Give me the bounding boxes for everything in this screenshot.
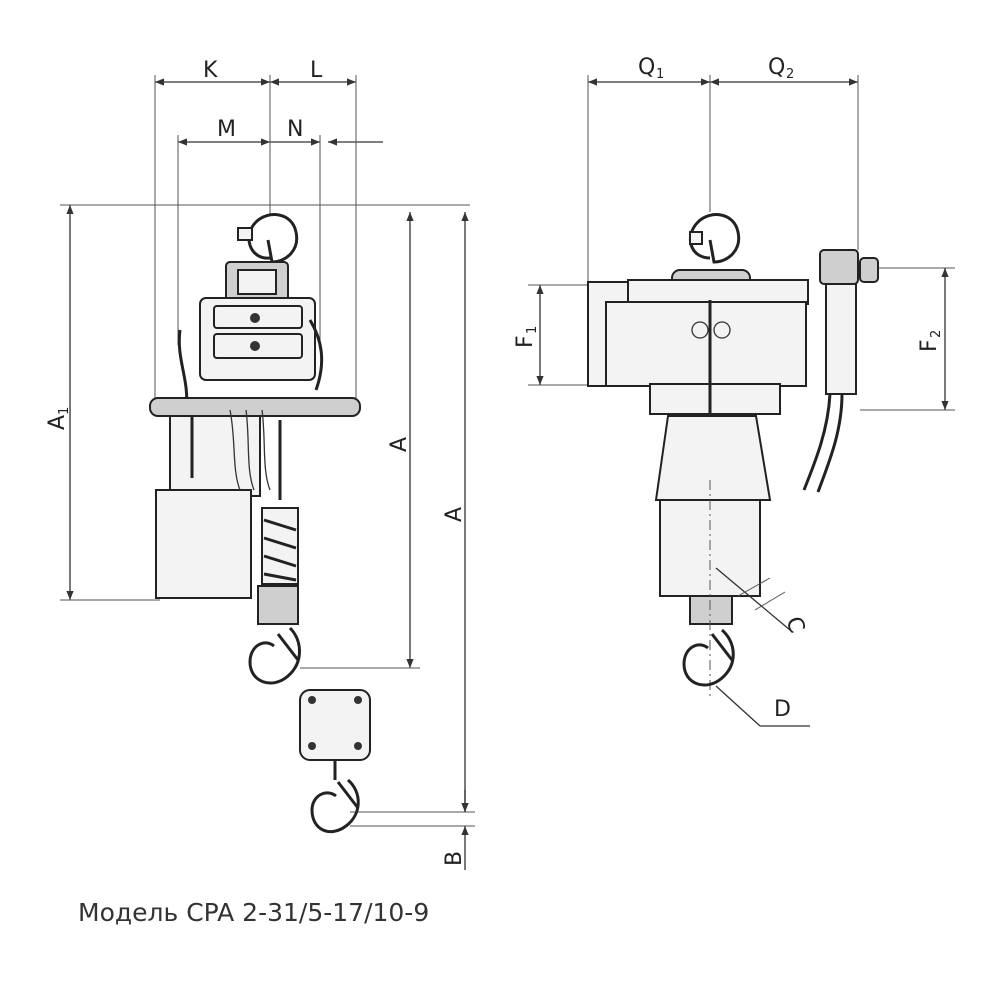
front-view [60, 75, 475, 870]
dim-label-q2-sub: 2 [786, 67, 794, 82]
dim-label-c-group: C [780, 614, 809, 637]
dim-label-a1-sub: 1 [57, 407, 72, 415]
dim-label-a-outer: A [442, 507, 467, 522]
dim-label-a1-main: A [45, 415, 70, 430]
dim-label-f2-sub: 2 [929, 330, 944, 338]
dim-label-a-outer-group: A [442, 507, 467, 522]
dim-label-f2: F 2 [917, 330, 944, 352]
dim-label-q1-main: Q [638, 55, 655, 80]
dim-label-b-group: B [442, 851, 467, 866]
dim-label-a-inner: A [387, 437, 412, 452]
dim-label-b: B [442, 851, 467, 866]
model-caption: Модель CPA 2-31/5-17/10-9 [78, 898, 430, 927]
dim-label-a1: A 1 [45, 407, 72, 430]
dim-label-q2: Q 2 [768, 55, 794, 82]
dim-label-q1: Q 1 [638, 55, 664, 82]
dim-label-c: C [780, 614, 809, 637]
dim-label-a-inner-group: A [387, 437, 412, 452]
dim-label-k: K [203, 58, 218, 83]
dim-label-f1-sub: 1 [525, 326, 540, 334]
dim-label-q2-main: Q [768, 55, 785, 80]
dim-label-l: L [310, 58, 323, 83]
dim-label-f1-main: F [513, 335, 538, 348]
dim-label-d: D [774, 697, 791, 722]
dim-label-m: M [217, 117, 236, 142]
dim-label-f1: F 1 [513, 326, 540, 348]
dim-label-q1-sub: 1 [656, 67, 664, 82]
side-view [528, 75, 955, 727]
dim-label-n: N [287, 117, 303, 142]
dim-label-f2-main: F [917, 339, 942, 352]
